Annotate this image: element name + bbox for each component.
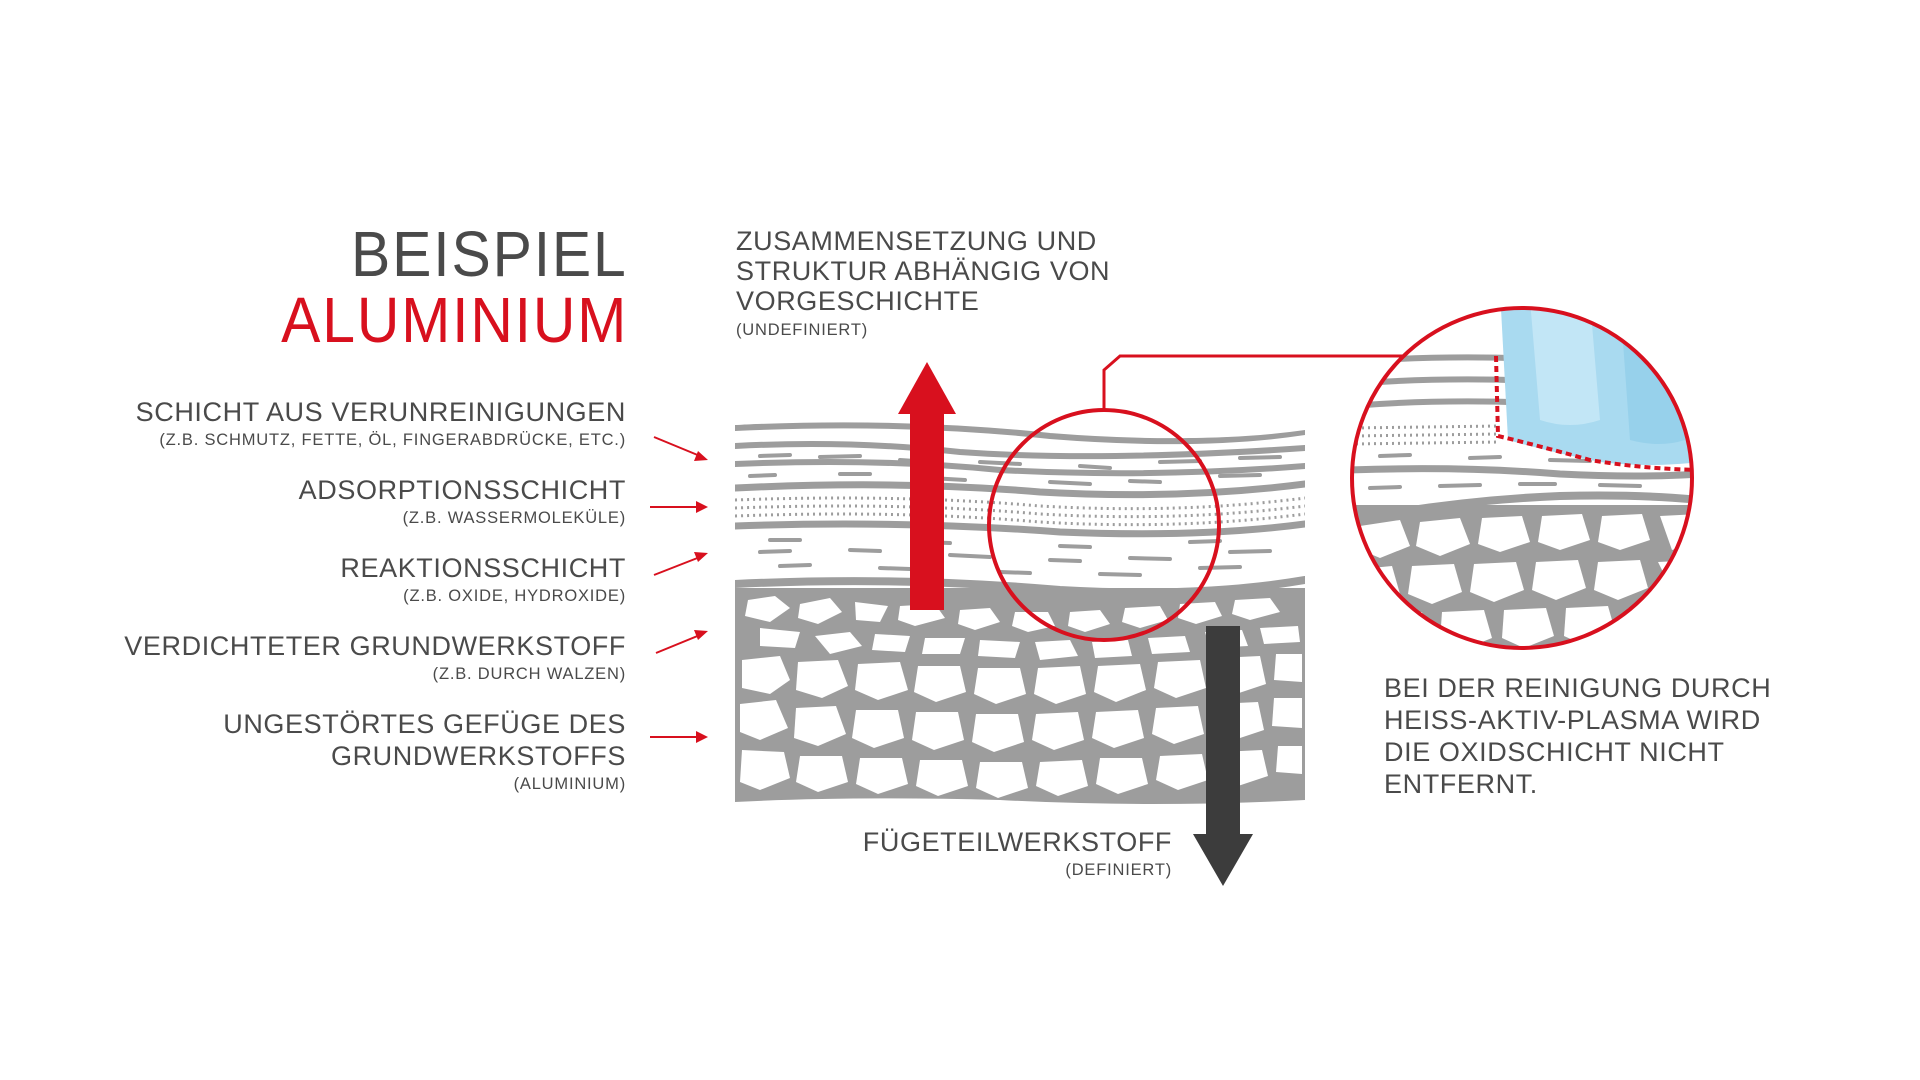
layer-name: SCHICHT AUS VERUNREINIGUNGEN xyxy=(135,397,626,427)
top-note-line-1: ZUSAMMENSETZUNG UND xyxy=(736,226,1097,256)
layer-label-contamination: SCHICHT AUS VERUNREINIGUNGEN (Z.B. SCHMU… xyxy=(136,396,626,452)
layer-label-base-structure: UNGESTÖRTES GEFÜGE DES GRUNDWERKSTOFFS (… xyxy=(223,708,626,796)
title-aluminium: ALUMINIUM xyxy=(281,284,628,356)
right-note-line-3: DIE OXIDSCHICHT NICHT xyxy=(1384,737,1725,767)
layer-name: REAKTIONSSCHICHT xyxy=(340,553,626,583)
layer-note: (ALUMINIUM) xyxy=(513,775,626,793)
layer-note: (Z.B. SCHMUTZ, FETTE, ÖL, FINGERABDRÜCKE… xyxy=(159,431,626,449)
red-pointer-arrow-icon xyxy=(653,552,708,576)
top-note-line-3: VORGESCHICHTE xyxy=(736,286,980,316)
bottom-note: FÜGETEILWERKSTOFF (DEFINIERT) xyxy=(863,826,1172,882)
right-note-line-2: HEISS-AKTIV-PLASMA WIRD xyxy=(1384,705,1761,735)
pointer-arrows xyxy=(650,436,708,743)
layer-note: (Z.B. WASSERMOLEKÜLE) xyxy=(402,509,626,527)
top-note: ZUSAMMENSETZUNG UND STRUKTUR ABHÄNGIG VO… xyxy=(736,226,1110,344)
red-pointer-arrow-icon xyxy=(650,731,708,743)
red-up-arrow-icon xyxy=(898,362,956,610)
top-note-line-2: STRUKTUR ABHÄNGIG VON xyxy=(736,256,1111,286)
layer-name-line-2: GRUNDWERKSTOFFS xyxy=(330,741,626,771)
grain-structure xyxy=(740,596,1302,798)
red-pointer-arrow-icon xyxy=(655,630,708,654)
bottom-note-label: FÜGETEILWERKSTOFF xyxy=(862,827,1172,857)
top-note-sub: (UNDEFINIERT) xyxy=(736,321,869,339)
layer-label-adsorption: ADSORPTIONSSCHICHT (Z.B. WASSERMOLEKÜLE) xyxy=(299,474,626,530)
layer-label-reaction: REAKTIONSSCHICHT (Z.B. OXIDE, HYDROXIDE) xyxy=(340,552,626,608)
connector-line xyxy=(1102,354,1425,410)
zoom-detail xyxy=(1350,306,1694,650)
title-beispiel: BEISPIEL xyxy=(351,218,628,290)
dark-down-arrow-icon xyxy=(1193,626,1253,886)
layer-label-compacted: VERDICHTETER GRUNDWERKSTOFF (Z.B. DURCH … xyxy=(124,630,626,686)
layer-name-line-1: UNGESTÖRTES GEFÜGE DES xyxy=(223,709,626,739)
layer-name: VERDICHTETER GRUNDWERKSTOFF xyxy=(124,631,626,661)
layer-note: (Z.B. DURCH WALZEN) xyxy=(432,665,626,683)
right-note-line-4: ENTFERNT. xyxy=(1384,769,1538,799)
oxide-boundary xyxy=(1494,355,1692,472)
right-note-line-1: BEI DER REINIGUNG DURCH xyxy=(1384,673,1772,703)
right-note: BEI DER REINIGUNG DURCH HEISS-AKTIV-PLAS… xyxy=(1384,672,1771,800)
layer-name: ADSORPTIONSSCHICHT xyxy=(298,475,626,505)
red-pointer-arrow-icon xyxy=(650,501,708,513)
red-pointer-arrow-icon xyxy=(653,436,708,461)
bottom-note-sub: (DEFINIERT) xyxy=(1065,861,1172,879)
layer-note: (Z.B. OXIDE, HYDROXIDE) xyxy=(403,587,626,605)
